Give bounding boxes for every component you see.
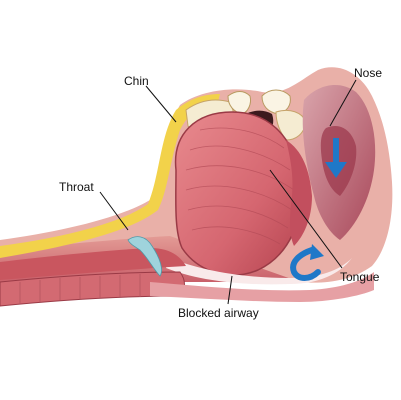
- label-blocked-airway: Blocked airway: [178, 306, 259, 320]
- soft-palate: [286, 140, 312, 246]
- leader-blocked-airway: [227, 275, 233, 305]
- palate-bone: [275, 109, 307, 141]
- curved-arrow-icon: [290, 244, 324, 281]
- trachea-rings: [19, 274, 141, 304]
- arrow-down-icon: [325, 138, 347, 178]
- epiglottis-cartilage: [127, 236, 162, 277]
- leader-throat: [99, 191, 129, 231]
- label-throat: Throat: [59, 180, 94, 194]
- leader-lines: [99, 79, 357, 305]
- tongue-muscle-fibers: [185, 127, 295, 245]
- leader-tongue: [269, 169, 343, 269]
- label-nose: Nose: [354, 66, 383, 80]
- upper-teeth: [261, 89, 291, 115]
- label-chin: Chin: [124, 74, 149, 88]
- leader-nose: [329, 79, 357, 127]
- tongue: [174, 111, 302, 276]
- lower-teeth: [227, 91, 251, 115]
- posterior-wall: [150, 272, 374, 302]
- pharynx: [0, 248, 186, 280]
- leader-chin: [145, 85, 177, 123]
- label-tongue: Tongue: [340, 270, 380, 284]
- chin-fat: [0, 94, 220, 258]
